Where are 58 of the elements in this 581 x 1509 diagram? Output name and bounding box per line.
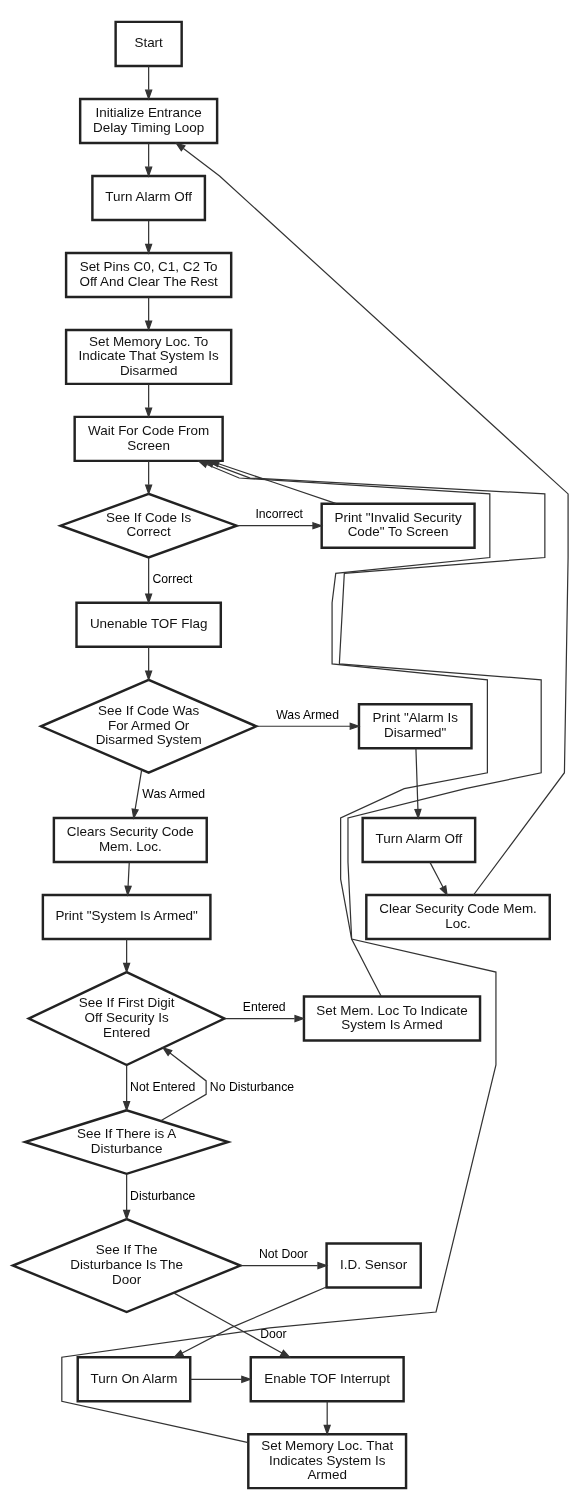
arrow	[236, 521, 324, 530]
node-box: Set Pins C0, C1, C2 To Off And Clear The Rest	[64, 251, 233, 298]
node-box: Initialize Entrance Delay Timing Loop	[78, 97, 219, 144]
arrow	[144, 383, 153, 418]
arrow	[144, 296, 153, 331]
edge-label: Not Door	[259, 1246, 308, 1261]
node-box: Enable TOF Interrupt	[249, 1355, 405, 1402]
node-box: Set Mem. Loc To Indicate System Is Armed	[302, 994, 482, 1042]
node-diamond: See If Code Was For Armed Or Disarmed System	[37, 677, 260, 774]
node-box: Wait For Code From Screen	[73, 415, 224, 462]
node-box: Set Memory Loc. To Indicate That System Is Disarmed	[64, 328, 233, 385]
arrow	[122, 1064, 131, 1112]
node-box: Print "Alarm Is Disarmed"	[357, 702, 473, 749]
arrow	[124, 861, 132, 897]
node-box: Turn Alarm Off	[91, 174, 207, 221]
arrow	[144, 459, 153, 495]
edge-label: Disturbance	[130, 1188, 196, 1203]
arrow	[173, 1291, 292, 1358]
edge-label: Entered	[242, 999, 286, 1014]
arrow	[144, 556, 153, 604]
node-box: Turn Alarm Off	[361, 816, 477, 863]
arrow	[255, 721, 361, 730]
node-box: Clear Security Code Mem. Loc.	[365, 893, 551, 940]
arrow	[160, 1046, 207, 1121]
node-box: Print "Invalid Security Code" To Screen	[320, 501, 476, 549]
arrow	[144, 645, 153, 681]
arrow	[174, 141, 569, 896]
node-box: Unenable TOF Flag	[75, 601, 223, 648]
arrow	[224, 1014, 306, 1022]
node-diamond: See If First Digit Off Security Is Entered	[25, 970, 228, 1066]
edge-label: Not Entered	[130, 1079, 196, 1094]
arrow	[414, 747, 422, 820]
node-box: I.D. Sensor	[325, 1241, 422, 1289]
node-box: Clears Security Code Mem. Loc.	[52, 816, 208, 863]
edge-label: Door	[260, 1326, 287, 1341]
arrow	[429, 861, 448, 896]
edge-label: Was Armed	[142, 786, 206, 801]
node-diamond: See If Code Is Correct	[57, 492, 241, 559]
arrow	[144, 142, 153, 178]
edge-label: Incorrect	[255, 506, 303, 521]
arrow	[122, 938, 131, 974]
edge-label: Correct	[152, 571, 193, 586]
edge-label: Was Armed	[276, 707, 339, 722]
arrow	[323, 1400, 332, 1436]
arrow	[131, 768, 143, 820]
arrow	[239, 1261, 329, 1269]
arrow	[172, 1285, 328, 1358]
node-diamond: See If The Disturbance Is The Door	[9, 1217, 244, 1313]
arrow	[144, 219, 153, 255]
arrow	[144, 65, 153, 101]
edge-label: No Disturbance	[209, 1079, 295, 1094]
node-diamond: See If There is A Disturbance	[21, 1108, 233, 1175]
arrow	[189, 1374, 253, 1383]
node-box: Set Memory Loc. That Indicates System Is Armed	[247, 1432, 408, 1489]
arrow	[122, 1173, 131, 1221]
node-box: Print "System Is Armed"	[41, 893, 212, 940]
node-box: Start	[114, 20, 183, 67]
node-box: Turn On Alarm	[76, 1355, 192, 1402]
